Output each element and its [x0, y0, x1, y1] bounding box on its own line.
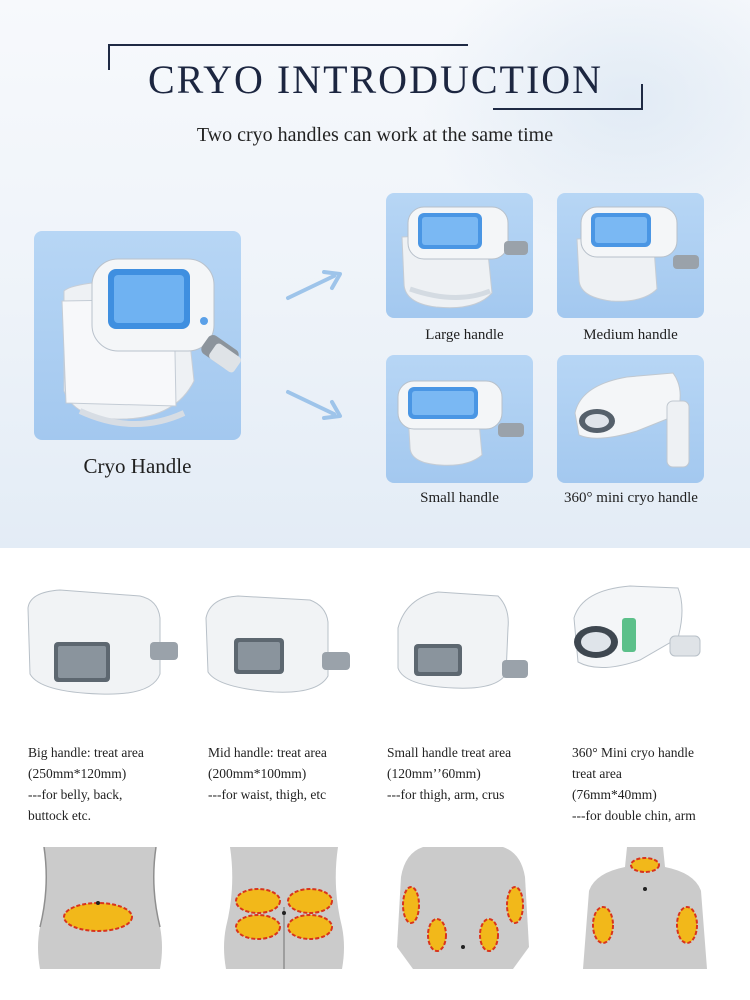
frame-corner-bottom-right: [493, 108, 643, 110]
page-title: CRYO INTRODUCTION: [147, 57, 604, 102]
description-line: ---for double chin, arm: [572, 808, 696, 823]
small-handle-label: Small handle: [420, 490, 499, 506]
arrow-down-right-icon: [286, 390, 342, 420]
thigh-arm-zone-icon: [397, 844, 529, 969]
belly-treatment-zone-figure: [30, 846, 170, 969]
description-line: treat area: [572, 766, 622, 781]
small-handle-product-icon: [397, 591, 528, 689]
big-handle-description: Big handle: treat area (250mm*120mm) ---…: [28, 742, 203, 826]
mini-handle-product-icon: [573, 585, 701, 669]
description-line: 360° Mini cryo handle: [572, 745, 695, 760]
description-line: (200mm*100mm): [208, 766, 307, 781]
medium-handle-label: Medium handle: [583, 327, 678, 343]
big-handle-photo: [20, 578, 180, 700]
description-line: (250mm*120mm): [28, 766, 127, 781]
mini-handle-photo: [560, 578, 720, 700]
big-handle-product-icon: [27, 589, 178, 695]
description-line: (76mm*40mm): [572, 787, 657, 802]
waist-treatment-zone-figure: [214, 847, 354, 969]
mid-handle-description: Mid handle: treat area (200mm*100mm) ---…: [208, 742, 383, 805]
description-line: ---for waist, thigh, etc: [208, 787, 327, 802]
mini-handle-description: 360° Mini cryo handle treat area (76mm*4…: [572, 742, 747, 826]
small-handle-description: Small handle treat area (120mmʼʼ60mm) --…: [387, 742, 562, 805]
medium-handle-image: [557, 193, 704, 318]
small-handle-illustration: [397, 380, 524, 466]
medium-handle-illustration: [576, 206, 699, 302]
thigh-arm-treatment-zone-figure: [393, 844, 533, 969]
page-subtitle: Two cryo handles can work at the same ti…: [196, 124, 554, 146]
mini-handle-label: 360° mini cryo handle: [564, 490, 698, 506]
large-handle-image: [386, 193, 533, 318]
description-line: Big handle: treat area: [28, 745, 144, 760]
large-handle-label: Large handle: [425, 327, 504, 343]
description-line: buttock etc.: [28, 808, 91, 823]
chin-arm-zone-icon: [583, 847, 707, 969]
cryo-handle-illustration: [61, 258, 241, 427]
small-handle-photo: [378, 578, 538, 700]
mini-handle-illustration: [574, 372, 690, 468]
frame-corner-bottom-right-vertical: [641, 84, 643, 110]
arrow-up-right-icon: [286, 270, 342, 300]
description-line: Small handle treat area: [387, 745, 512, 760]
description-line: ---for thigh, arm, crus: [387, 787, 505, 802]
frame-corner-top-left: [108, 44, 468, 46]
description-line: ---for belly, back,: [28, 787, 123, 802]
chin-arm-treatment-zone-figure: [575, 847, 715, 969]
large-handle-illustration: [401, 206, 528, 309]
description-line: (120mmʼʼ60mm): [387, 766, 481, 781]
cryo-handle-label: Cryo Handle: [83, 454, 192, 478]
description-line: Mid handle: treat area: [208, 745, 327, 760]
intro-section: CRYO INTRODUCTION Two cryo handles can w…: [0, 0, 750, 548]
cryo-handle-image: [34, 231, 241, 440]
belly-zone-icon: [38, 846, 162, 969]
mid-handle-photo: [198, 578, 358, 700]
title-frame: CRYO INTRODUCTION: [108, 44, 643, 110]
frame-corner-top-left-vertical: [108, 44, 110, 70]
mini-handle-image: [557, 355, 704, 483]
small-handle-image: [386, 355, 533, 483]
mid-handle-product-icon: [205, 595, 350, 693]
waist-zone-icon: [224, 847, 344, 969]
